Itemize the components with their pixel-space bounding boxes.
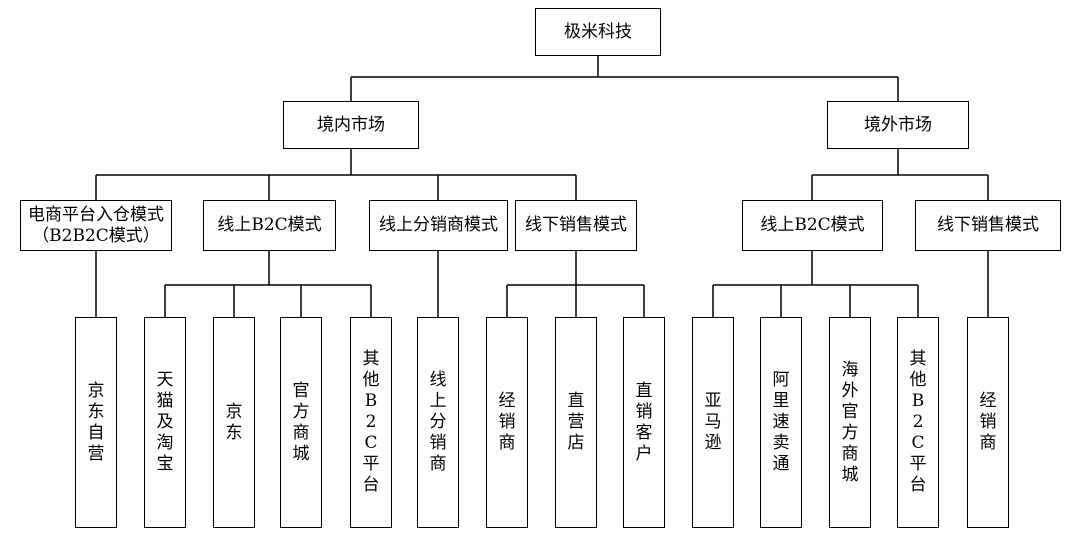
- leaf-direct-customer-label: 直销客户: [635, 380, 653, 464]
- leaf-official-mall: 官方商城: [280, 317, 322, 528]
- leaf-jd-label: 京东: [225, 401, 243, 443]
- ecommerce-warehouse-mode-label: 电商平台入仓模式: [28, 204, 164, 225]
- leaf-amazon: 亚马逊: [692, 317, 734, 528]
- leaf-jd: 京东: [213, 317, 255, 528]
- overseas-market-node: 境外市场: [827, 101, 969, 149]
- ecommerce-warehouse-mode-sublabel: （B2B2C模式）: [32, 225, 160, 246]
- leaf-overseas-distributor: 经销商: [967, 317, 1009, 528]
- leaf-overseas-official-mall: 海外官方商城: [829, 317, 871, 528]
- leaf-aliexpress-label: 阿里速卖通: [772, 370, 790, 474]
- leaf-overseas-distributor-label: 经销商: [979, 391, 997, 453]
- domestic-market-node: 境内市场: [283, 101, 419, 149]
- overseas-offline-sales-mode-label: 线下销售模式: [937, 215, 1039, 235]
- domestic-offline-sales-mode-node: 线下销售模式: [515, 200, 637, 251]
- leaf-direct-store-label: 直营店: [567, 391, 585, 453]
- leaf-domestic-other-b2c: 其他B2C平台: [350, 317, 392, 528]
- domestic-market-label: 境内市场: [317, 114, 385, 135]
- root-label: 极米科技: [564, 21, 632, 42]
- leaf-direct-customer: 直销客户: [623, 317, 665, 528]
- overseas-online-b2c-mode-node: 线上B2C模式: [742, 200, 883, 251]
- domestic-online-b2c-mode-node: 线上B2C模式: [203, 200, 336, 251]
- leaf-tmall-taobao: 天猫及淘宝: [144, 317, 186, 528]
- leaf-online-distributor-label: 线上分销商: [429, 370, 447, 474]
- domestic-online-b2c-mode-label: 线上B2C模式: [217, 215, 322, 235]
- leaf-domestic-other-b2c-label: 其他B2C平台: [362, 349, 380, 495]
- leaf-overseas-other-b2c: 其他B2C平台: [897, 317, 939, 528]
- leaf-domestic-distributor: 经销商: [486, 317, 528, 528]
- leaf-jd-self-operated: 京东自营: [75, 317, 117, 528]
- domestic-offline-sales-mode-label: 线下销售模式: [525, 215, 627, 235]
- leaf-overseas-other-b2c-label: 其他B2C平台: [909, 349, 927, 495]
- online-distributor-mode-node: 线上分销商模式: [369, 200, 508, 251]
- leaf-jd-self-operated-label: 京东自营: [87, 380, 105, 464]
- leaf-domestic-distributor-label: 经销商: [498, 391, 516, 453]
- leaf-official-mall-label: 官方商城: [292, 380, 310, 464]
- leaf-tmall-taobao-label: 天猫及淘宝: [156, 370, 174, 474]
- overseas-online-b2c-mode-label: 线上B2C模式: [760, 215, 865, 235]
- leaf-aliexpress: 阿里速卖通: [760, 317, 802, 528]
- leaf-overseas-official-mall-label: 海外官方商城: [841, 359, 859, 485]
- ecommerce-warehouse-mode-node: 电商平台入仓模式 （B2B2C模式）: [20, 200, 172, 251]
- leaf-direct-store: 直营店: [555, 317, 597, 528]
- online-distributor-mode-label: 线上分销商模式: [379, 215, 498, 235]
- leaf-online-distributor: 线上分销商: [417, 317, 459, 528]
- root-node: 极米科技: [535, 8, 661, 56]
- overseas-market-label: 境外市场: [864, 114, 932, 135]
- leaf-amazon-label: 亚马逊: [704, 391, 722, 453]
- overseas-offline-sales-mode-node: 线下销售模式: [915, 200, 1061, 251]
